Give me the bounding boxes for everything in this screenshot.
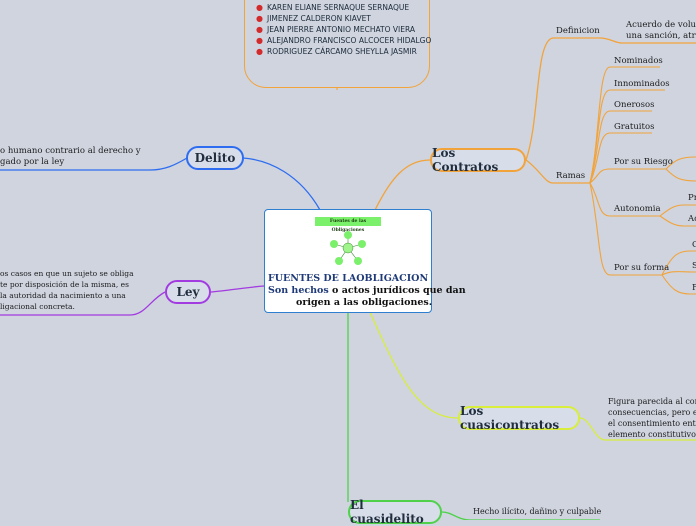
- branch-los-contratos[interactable]: Los Contratos: [430, 146, 526, 174]
- team-names-group: [244, 0, 430, 88]
- delito-connector: [242, 157, 321, 211]
- ley-text-line2: te por disposición de la misma, es: [0, 280, 129, 289]
- forma-sub-1: [661, 250, 696, 276]
- central-topic[interactable]: [264, 209, 432, 313]
- definicion-label[interactable]: Definicion: [556, 26, 600, 36]
- bullet-icon: ●: [256, 14, 263, 23]
- central-desc-highlight: Son hechos: [268, 285, 329, 296]
- name-item: ●ALEJANDRO FRANCISCO ALCOCER HIDALGO: [256, 36, 431, 45]
- bullet-icon: ●: [256, 3, 263, 12]
- name-item: ●JEAN PIERRE ANTONIO MECHATO VIERA: [256, 25, 415, 34]
- rama-autonomia: [589, 182, 660, 217]
- rama-item-nominados[interactable]: Nominados: [614, 56, 663, 66]
- autonomia-sub-1: [659, 204, 696, 217]
- rama-onerosos: [589, 110, 652, 184]
- ley-text-line4: ligacional concreta.: [0, 302, 75, 311]
- delito-text-line2: gado por la ley: [0, 157, 65, 167]
- definicion-connector: [525, 37, 600, 161]
- cuasicontratos-text-line2: consecuencias, pero en c: [608, 408, 696, 417]
- autonomia-sub-item[interactable]: Pr: [688, 193, 696, 203]
- central-description-line2: origen a las obligaciones.: [296, 297, 433, 308]
- autonomia-sub-2: [659, 215, 696, 227]
- thumbnail-image: [330, 231, 366, 265]
- forma-sub-item[interactable]: S: [692, 261, 696, 271]
- rama-item-por-su-forma[interactable]: Por su forma: [614, 263, 670, 273]
- rama-innominados: [589, 89, 665, 184]
- ley-text-line3: la autoridad da nacimiento a una: [0, 291, 126, 300]
- thumbnail-title: Fuentes de las Obligaciones: [315, 217, 381, 233]
- rama-riesgo: [589, 168, 666, 184]
- name-item: ●KAREN ELIANE SERNAQUE SERNAQUE: [256, 3, 409, 12]
- delito-text-line1: o humano contrario al derecho y: [0, 146, 141, 156]
- ley-text-line1: os casos en que un sujeto se obliga: [0, 269, 134, 278]
- forma-sub-3: [661, 274, 696, 295]
- riesgo-sub-2: [665, 168, 696, 182]
- name-text: KAREN ELIANE SERNAQUE SERNAQUE: [266, 3, 410, 12]
- rama-item-innominados[interactable]: Innominados: [614, 79, 670, 89]
- branch-los-cuasicontratos[interactable]: Los cuasicontratos: [458, 404, 580, 432]
- ley-connector: [210, 285, 265, 293]
- central-desc-rest: o actos jurídicos que dan: [328, 285, 466, 296]
- rama-item-onerosos[interactable]: Onerosos: [614, 100, 655, 110]
- branch-el-cuasidelito[interactable]: El cuasidelito: [348, 498, 442, 526]
- name-text: JIMENEZ CALDERON KIAVET: [266, 14, 371, 23]
- ramas-label[interactable]: Ramas: [556, 171, 586, 181]
- rama-item-autonomia[interactable]: Autonomia: [614, 204, 661, 214]
- ramas-connector: [525, 159, 590, 184]
- name-text: ALEJANDRO FRANCISCO ALCOCER HIDALGO: [266, 36, 432, 45]
- name-text: RODRIGUEZ CÁRCAMO SHEYLLA JASMIR: [266, 47, 417, 56]
- cuasicontratos-connector: [369, 311, 459, 419]
- bullet-icon: ●: [256, 36, 263, 45]
- branch-delito[interactable]: Delito: [186, 146, 244, 170]
- bullet-icon: ●: [256, 25, 263, 34]
- cuasicontratos-text-connector: [579, 417, 696, 441]
- forma-sub-item[interactable]: C: [692, 240, 696, 250]
- rama-gratuitos: [589, 132, 652, 184]
- cuasicontratos-text-line4: elemento constitutivo: [608, 430, 696, 439]
- ley-text-connector: [0, 291, 166, 316]
- riesgo-sub-1: [665, 156, 696, 170]
- delito-text-connector: [0, 157, 188, 171]
- cuasidelito-text-line1: Hecho ilícito, dañino y culpable: [473, 507, 602, 516]
- cuasicontratos-text-line3: el consentimiento entre: [608, 419, 696, 428]
- central-title: FUENTES DE LAOBLIGACION: [268, 273, 429, 284]
- autonomia-sub-item[interactable]: Ac: [688, 214, 696, 224]
- definicion-text-connector: [599, 37, 696, 44]
- bullet-icon: ●: [256, 47, 263, 56]
- rama-item-por-su-riesgo[interactable]: Por su Riesgo: [614, 157, 673, 167]
- definicion-text-line2: una sanción, atribui: [626, 31, 696, 41]
- branch-ley[interactable]: Ley: [165, 280, 211, 304]
- forma-sub-item[interactable]: F: [692, 283, 696, 293]
- rama-item-gratuitos[interactable]: Gratuitos: [614, 122, 655, 132]
- name-text: JEAN PIERRE ANTONIO MECHATO VIERA: [266, 25, 416, 34]
- central-description: Son hechos o actos jurídicos que dan: [268, 285, 466, 296]
- name-item: ●RODRIGUEZ CÁRCAMO SHEYLLA JASMIR: [256, 47, 417, 56]
- contratos-connector: [374, 159, 431, 211]
- rama-forma: [589, 182, 662, 276]
- name-item: ●JIMENEZ CALDERON KIAVET: [256, 14, 371, 23]
- cuasicontratos-text-line1: Figura parecida al contr: [608, 397, 696, 406]
- forma-sub-2: [661, 271, 696, 276]
- definicion-text-line1: Acuerdo de volunta: [626, 20, 696, 30]
